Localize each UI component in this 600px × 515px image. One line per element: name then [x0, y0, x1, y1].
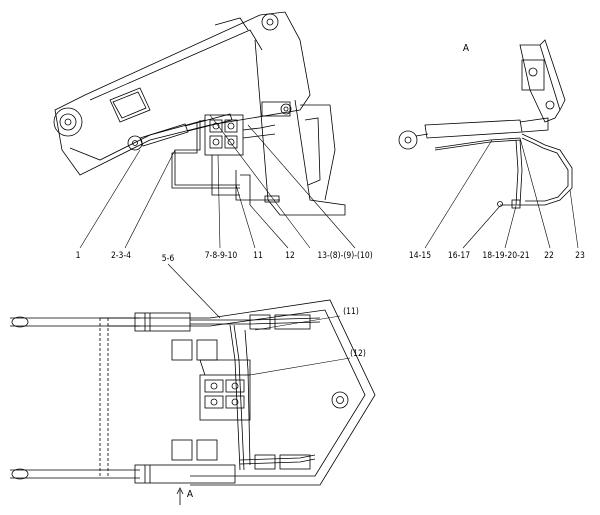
side-view-loader-arm	[53, 11, 356, 249]
view-a-cylinder-detail	[398, 39, 579, 249]
callout-23: 23	[575, 251, 585, 261]
callout-7-8-9-10: 7-8-9-10	[204, 251, 238, 261]
callout-22: 22	[544, 251, 554, 261]
view-a-arrow-label: A	[186, 489, 194, 500]
callout-1: 1	[75, 251, 81, 261]
callout-paren-12: (12)	[350, 349, 366, 359]
callout-2-3-4: 2-3-4	[110, 251, 132, 261]
callout-16-17: 16-17	[447, 251, 471, 261]
callout-12: 12	[285, 251, 295, 261]
callout-14-15: 14-15	[408, 251, 432, 261]
callout-13: 13-(8)-(9)-(10)	[317, 251, 373, 261]
top-view-frame	[10, 263, 376, 505]
view-a-marker: A	[462, 43, 470, 54]
callout-paren-11: (11)	[343, 307, 359, 317]
callout-11: 11	[253, 251, 263, 261]
callout-5-6: 5-6	[161, 254, 175, 264]
callout-18-21: 18-19-20-21	[482, 251, 530, 261]
